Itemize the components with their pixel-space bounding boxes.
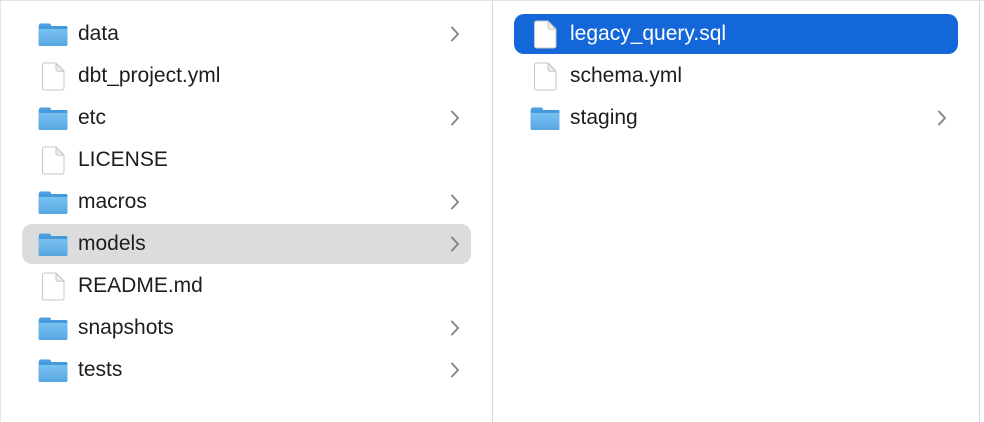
folder-icon: [530, 105, 560, 131]
item-label: dbt_project.yml: [78, 64, 221, 87]
document-icon: [530, 62, 560, 91]
column-project-root: data dbt_project.yml: [1, 1, 493, 422]
list-item-schema-yml[interactable]: schema.yml: [514, 56, 958, 96]
chevron-right-icon: [449, 360, 461, 380]
chevron-right-icon: [449, 108, 461, 128]
item-label: schema.yml: [570, 64, 683, 87]
item-label: tests: [78, 358, 123, 381]
list-item-license[interactable]: LICENSE: [22, 140, 471, 180]
chevron-right-icon: [449, 318, 461, 338]
item-label: etc: [78, 106, 107, 129]
document-icon: [530, 20, 560, 49]
folder-icon: [38, 231, 68, 257]
document-icon: [38, 62, 68, 91]
item-label: LICENSE: [78, 148, 168, 171]
item-label: models: [78, 232, 146, 255]
item-label: legacy_query.sql: [570, 22, 727, 45]
folder-icon: [38, 105, 68, 131]
list-item-snapshots[interactable]: snapshots: [22, 308, 471, 348]
list-item-etc[interactable]: etc: [22, 98, 471, 138]
item-label: staging: [570, 106, 638, 129]
chevron-right-icon: [449, 192, 461, 212]
chevron-right-icon: [449, 234, 461, 254]
item-label: macros: [78, 190, 147, 213]
list-item-data[interactable]: data: [22, 14, 471, 54]
chevron-right-icon: [936, 108, 948, 128]
list-item-readme-md[interactable]: README.md: [22, 266, 471, 306]
chevron-right-icon: [449, 24, 461, 44]
folder-icon: [38, 21, 68, 47]
item-label: data: [78, 22, 119, 45]
document-icon: [38, 146, 68, 175]
document-icon: [38, 272, 68, 301]
list-item-legacy-query-sql[interactable]: legacy_query.sql: [514, 14, 958, 54]
folder-icon: [38, 189, 68, 215]
item-label: README.md: [78, 274, 203, 297]
folder-icon: [38, 357, 68, 383]
folder-icon: [38, 315, 68, 341]
list-item-macros[interactable]: macros: [22, 182, 471, 222]
list-item-staging[interactable]: staging: [514, 98, 958, 138]
item-label: snapshots: [78, 316, 174, 339]
list-item-tests[interactable]: tests: [22, 350, 471, 390]
list-item-dbt-project-yml[interactable]: dbt_project.yml: [22, 56, 471, 96]
list-item-models[interactable]: models: [22, 224, 471, 264]
column-models-folder: legacy_query.sql schema.yml: [493, 1, 980, 422]
